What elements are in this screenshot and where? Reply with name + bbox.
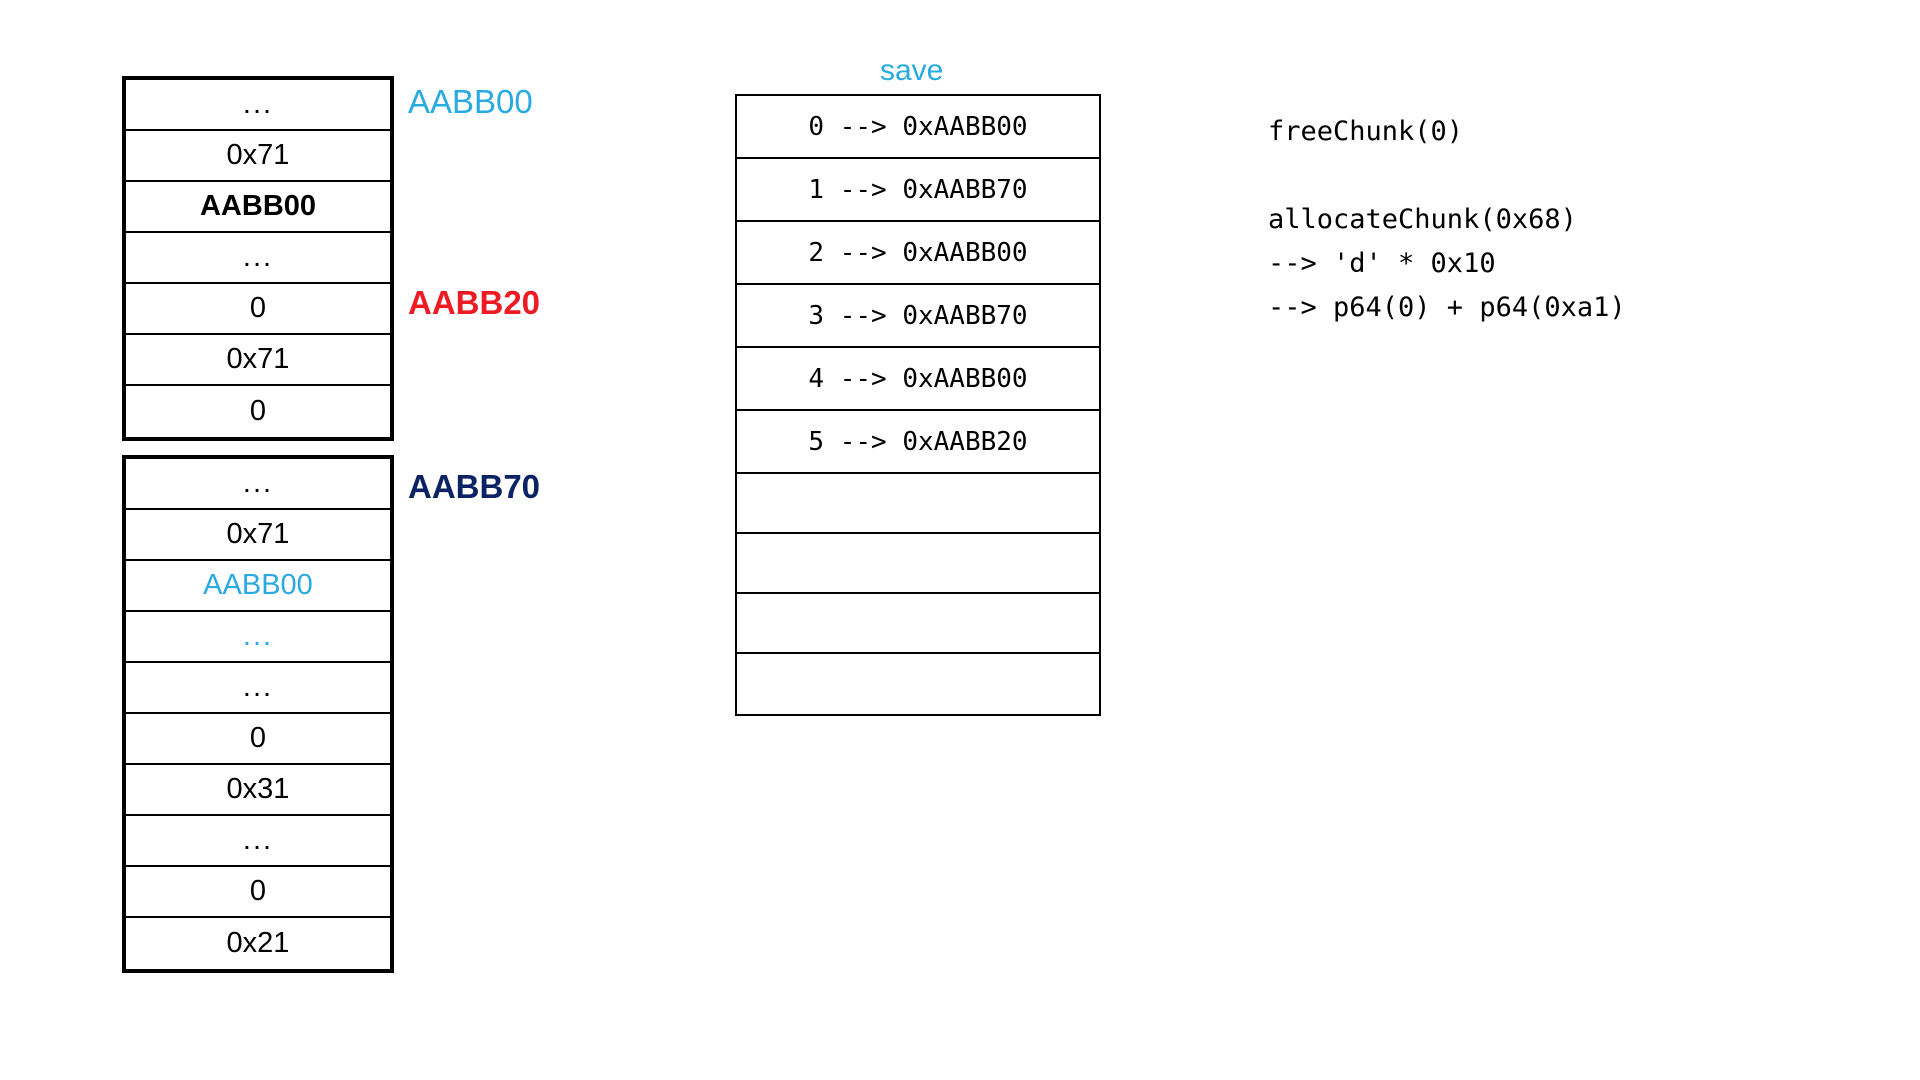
memory-cell: 0x21 [226,927,290,959]
address-label-aabb20: AABB20 [408,284,541,321]
save-table-title: save [880,54,944,87]
memory-cell: 0 [126,284,390,335]
code-line: --> p64(0) + p64(0xa1) [1268,292,1626,323]
address-label-aabb00: AABB00 [408,83,533,120]
memory-cell: ... [126,612,390,663]
save-row: 3 --> 0xAABB70 [737,285,1099,348]
memory-cell: 0 [249,395,267,427]
save-row-empty [737,534,1099,594]
code-line [1268,154,1626,198]
memory-cell: AABB00 [126,561,390,612]
code-line: freeChunk(0) [1268,116,1464,147]
memory-cell: 0 [126,867,390,918]
memory-cell: ... [126,816,390,867]
save-row: 5 --> 0xAABB20 [737,411,1099,474]
save-row: 1 --> 0xAABB70 [737,159,1099,222]
save-row-empty [737,594,1099,654]
save-row: 2 --> 0xAABB00 [737,222,1099,285]
memory-cell: AABB00 [126,182,390,233]
save-row-empty [737,654,1099,714]
memory-cell: 0x31 [126,765,390,816]
code-line: --> 'd' * 0x10 [1268,248,1496,279]
code-line: allocateChunk(0x68) [1268,204,1577,235]
memory-cell: 0x71 [126,510,390,561]
save-row-empty [737,474,1099,534]
memory-cell: ... [126,233,390,284]
memory-cell: ... [126,459,390,510]
memory-cell: ... [126,663,390,714]
save-row: 4 --> 0xAABB00 [737,348,1099,411]
memory-cell: 0 [126,714,390,765]
code-block: freeChunk(0) allocateChunk(0x68) --> 'd' *… [1268,110,1626,330]
address-label-aabb70: AABB70 [408,468,541,505]
save-row: 0 --> 0xAABB00 [737,96,1099,159]
memory-cell: 0x71 [126,335,390,386]
memory-cell: ... [126,80,390,131]
memory-cell: 0x71 [126,131,390,182]
